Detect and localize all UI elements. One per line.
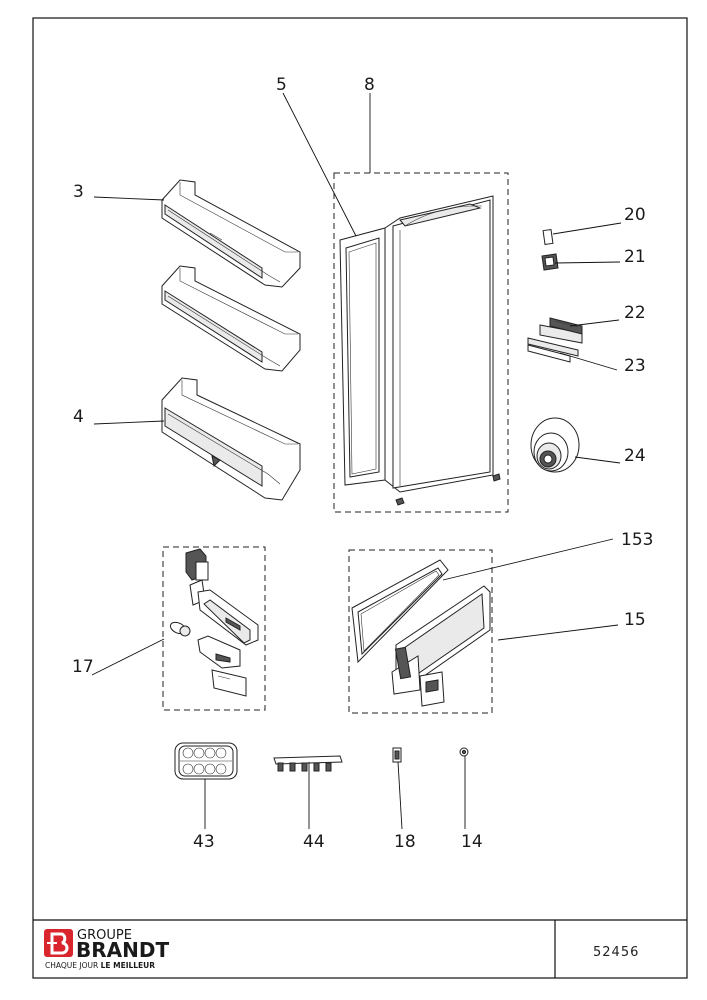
callout-20: 20 [624,205,646,225]
part-hinge-plate [527,317,583,357]
callout-23: 23 [624,356,646,376]
brand-tagline: CHAQUE JOUR LE MEILLEUR [45,961,155,970]
document-number: 52456 [593,945,639,960]
brand-name-text: BRANDT [76,938,169,962]
callout-17: 17 [72,657,94,677]
brand-logo: GROUPE BRANDT CHAQUE JOUR LE MEILLEUR [44,928,169,970]
part-tape-roll [530,417,580,473]
part-screw [459,747,469,757]
freezer-flap-box [348,549,493,714]
part-hinge-cover [542,228,554,246]
callout-18: 18 [394,832,416,852]
part-hinge-block [541,253,559,271]
callout-5: 5 [276,75,287,95]
part-egg-rack [273,755,343,772]
part-flap-gasket [351,559,449,664]
part-hinge-shim [527,344,571,363]
callout-21: 21 [624,247,646,267]
leader-lines [91,92,622,830]
part-freezer-flap [391,585,491,707]
callout-4: 4 [73,407,84,427]
callout-3: 3 [73,182,84,202]
callout-24: 24 [624,446,646,466]
part-refrigerator-door [384,195,501,506]
part-clip [392,747,402,763]
callout-43: 43 [193,832,215,852]
callout-15: 15 [624,610,646,630]
part-ice-tray [174,742,238,780]
door-group-box [333,172,509,513]
brand-tagline-prefix: CHAQUE JOUR [45,961,101,970]
sheet-frame [32,17,688,979]
callout-22: 22 [624,303,646,323]
brandt-b-logo-icon [44,929,73,957]
handle-kit-box [162,546,266,711]
callout-153: 153 [621,530,653,550]
part-door-gasket [339,227,386,486]
callout-14: 14 [461,832,483,852]
part-handle-kit [169,548,259,697]
part-door-shelf-lower [161,377,301,501]
part-door-shelf-upper [161,179,301,372]
callout-8: 8 [364,75,375,95]
brand-tagline-bold: LE MEILLEUR [101,961,156,970]
callout-44: 44 [303,832,325,852]
brand-group-text: GROUPE [77,928,132,943]
